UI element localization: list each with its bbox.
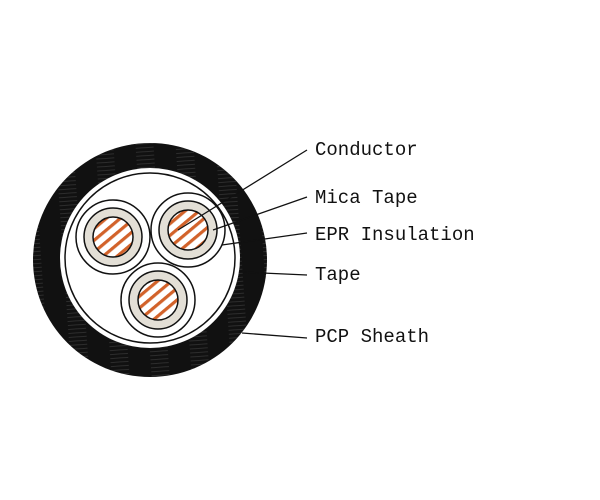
core-bottom: [120, 262, 196, 338]
leader-epr-insulation: [221, 232, 308, 246]
leader-conductor: [177, 149, 308, 231]
label-conductor: Conductor: [315, 139, 418, 161]
label-tape: Tape: [315, 264, 361, 286]
label-pcp-sheath: PCP Sheath: [315, 326, 429, 348]
label-mica-tape: Mica Tape: [315, 187, 418, 209]
core-left: [75, 199, 151, 275]
leader-pcp-sheath: [241, 332, 308, 339]
label-epr-insulation: EPR Insulation: [315, 224, 475, 246]
leader-tape: [239, 271, 308, 276]
leader-mica-tape: [212, 196, 308, 231]
